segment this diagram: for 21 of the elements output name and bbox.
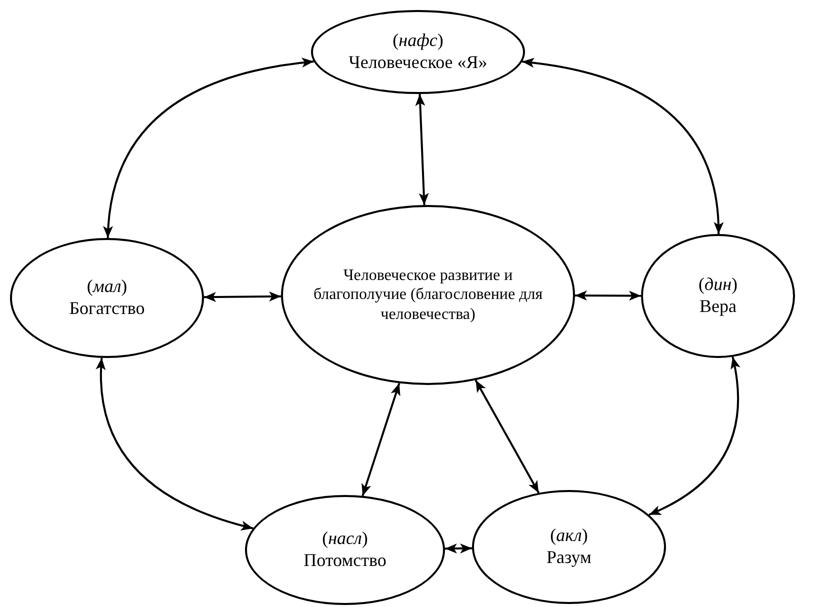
node-subtitle: (мал) [86,276,128,298]
double-arrow [522,58,724,234]
node-subtitle: (дин) [698,274,738,296]
double-arrow [474,380,540,494]
node-label: Разум [546,547,592,569]
node-subtitle: (насл) [322,528,368,550]
double-arrow [96,358,254,530]
node-label: Вера [700,296,736,318]
node-label: Человеческое «Я» [348,52,488,74]
double-arrow [444,543,472,554]
node-label: Потомство [304,550,386,572]
double-arrow [648,356,740,516]
double-arrow [415,94,429,206]
node-subtitle: (нафс) [392,30,444,52]
double-arrow [362,382,400,496]
double-arrow [104,58,314,238]
node-label: Богатство [69,298,145,320]
double-arrow [575,290,641,301]
node-label: Человеческое развитие и благополучие (благословение для человечества) [312,266,544,324]
node-subtitle: (акл) [550,525,588,547]
double-arrow [204,291,282,302]
